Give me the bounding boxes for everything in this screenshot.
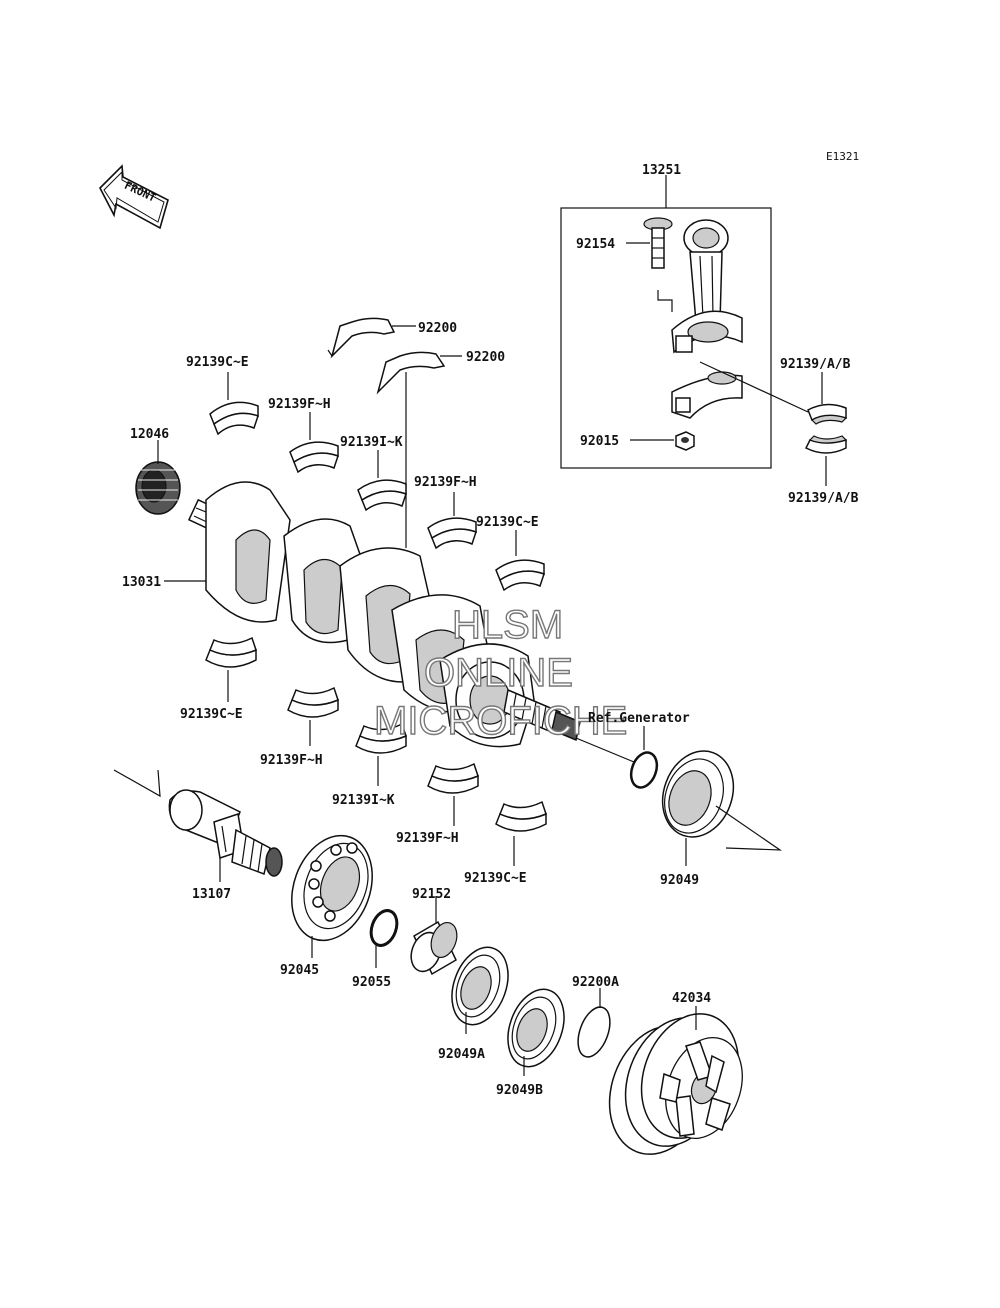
thrust-bearing-92200-a <box>327 317 396 359</box>
connecting-rod-cap <box>671 371 743 419</box>
main-bearing-92139ce-upper-1 <box>209 401 259 436</box>
rod-bolt-92154 <box>643 217 673 269</box>
oil-seal-92049b <box>507 988 565 1068</box>
part-label-92139fh-1: 92139F~H <box>268 397 331 412</box>
part-label-92200a: 92200A <box>572 975 619 990</box>
part-label-92139ab-bottom: 92139/A/B <box>788 491 859 506</box>
main-bearing-92139fh-upper-1 <box>289 441 339 474</box>
part-label-12046: 12046 <box>130 427 169 442</box>
oring-ref-generator <box>629 751 659 789</box>
main-bearing-92139ik-upper-1 <box>357 479 407 512</box>
part-label-92139ab-top: 92139/A/B <box>780 357 851 372</box>
part-label-42034: 42034 <box>672 991 711 1006</box>
main-bearing-92139fh-upper-2 <box>427 517 477 550</box>
part-label-92055: 92055 <box>352 975 391 990</box>
part-label-92154: 92154 <box>576 237 615 252</box>
part-label-92139ce-2: 92139C~E <box>476 515 539 530</box>
part-label-92015: 92015 <box>580 434 619 449</box>
reference-label: Ref.Generator <box>588 711 690 726</box>
part-label-92139fh-2: 92139F~H <box>414 475 477 490</box>
main-bearing-92139fh-lower-2 <box>427 762 479 794</box>
ball-bearing-92045 <box>291 834 373 942</box>
part-label-92200-a: 92200 <box>418 321 457 336</box>
oil-seal-92049 <box>661 750 735 838</box>
part-label-92152: 92152 <box>412 887 451 902</box>
part-label-92200-b: 92200 <box>466 350 505 365</box>
part-label-92045: 92045 <box>280 963 319 978</box>
part-label-92139ce-1: 92139C~E <box>186 355 249 370</box>
diagram-code: E1321 <box>826 150 859 163</box>
svg-text:MICROFICHE: MICROFICHE <box>374 699 627 743</box>
part-label-92139fh-4: 92139F~H <box>396 831 459 846</box>
balancer-shaft-13107 <box>168 789 283 877</box>
main-bearing-92139ik-lower <box>355 722 407 754</box>
collar-92152 <box>410 920 458 976</box>
main-bearing-92139ce-upper-2 <box>495 559 545 592</box>
front-arrow-icon: FRONT <box>99 164 169 230</box>
crank-gear-12046 <box>135 461 181 515</box>
rotor-42034 <box>608 1013 743 1155</box>
main-bearing-92139ce-lower-2 <box>495 800 547 832</box>
part-label-92139ik-1: 92139I~K <box>340 435 403 450</box>
crankshaft-13031 <box>187 481 581 748</box>
oring-92055 <box>369 909 399 947</box>
part-label-92049: 92049 <box>660 873 699 888</box>
rod-bearing-92139ab-top <box>807 403 848 425</box>
connecting-rod <box>671 219 743 354</box>
rod-nut-92015 <box>675 431 695 451</box>
part-label-92139ik-2: 92139I~K <box>332 793 395 808</box>
part-label-92139fh-3: 92139F~H <box>260 753 323 768</box>
rod-bearing-92139ab-bottom <box>804 435 848 454</box>
svg-text:ONLINE: ONLINE <box>424 651 573 695</box>
washer-92200a <box>577 1006 611 1058</box>
watermark: HLSM ONLINE MICROFICHE <box>373 602 628 743</box>
part-label-92049b: 92049B <box>496 1083 543 1098</box>
main-bearing-92139fh-lower-1 <box>287 686 339 718</box>
svg-text:HLSM: HLSM <box>452 603 563 647</box>
part-label-92139ce-4: 92139C~E <box>464 871 527 886</box>
thrust-bearing-92200-b <box>376 351 446 395</box>
part-label-13107: 13107 <box>192 887 231 902</box>
part-label-92139ce-3: 92139C~E <box>180 707 243 722</box>
part-label-92049a: 92049A <box>438 1047 485 1062</box>
part-label-13031: 13031 <box>122 575 161 590</box>
main-bearing-92139ce-lower-1 <box>205 636 257 668</box>
oil-seal-92049a <box>451 946 509 1026</box>
part-label-13251: 13251 <box>642 163 681 178</box>
